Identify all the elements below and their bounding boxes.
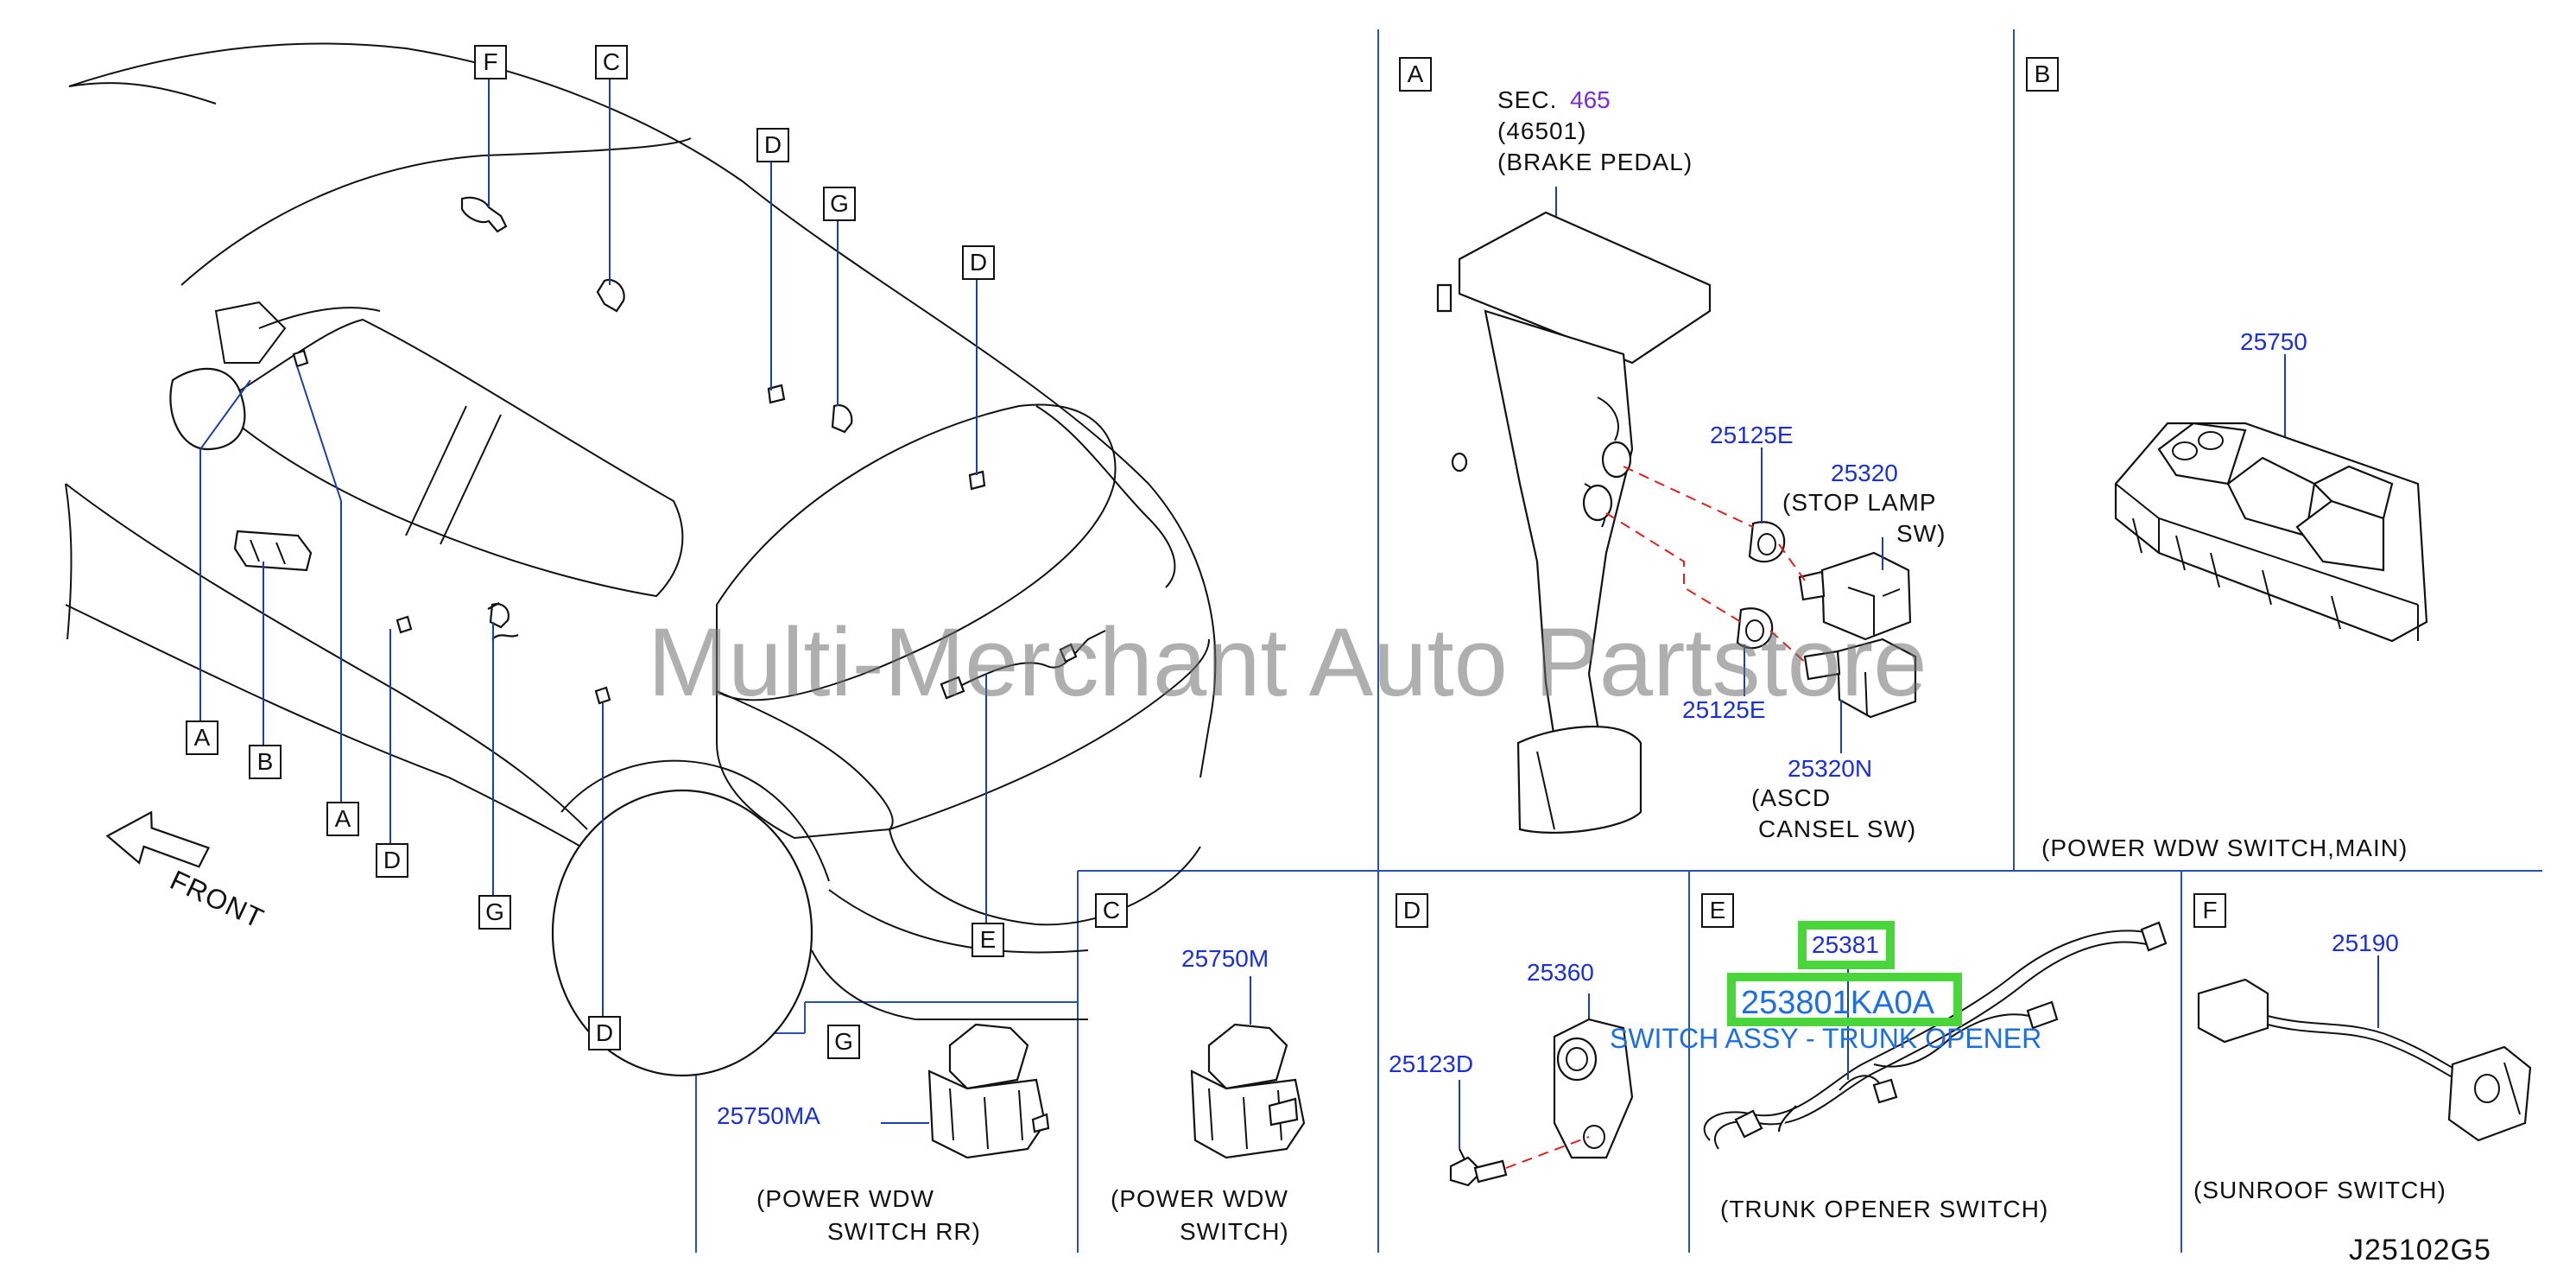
panel-g-switch-drawing [881,1023,1050,1159]
panel-d-drawing [1449,993,1634,1187]
sec-part-number: (46501) [1497,117,1587,144]
part-number-25190[interactable]: 25190 [2332,930,2399,956]
part-number-25320[interactable]: 25320 [1831,460,1898,486]
panel-c-letter: C [1095,893,1128,928]
callout-box-b[interactable]: B [249,745,282,779]
watermark: Multi-Merchant Auto Partstore [648,608,1927,716]
callout-box-d[interactable]: D [962,245,995,280]
panel-g-caption-1: (POWER WDW [756,1185,934,1212]
callout-box-d[interactable]: D [756,128,789,162]
panel-d-letter: D [1396,893,1428,928]
panel-g-letter: G [827,1025,860,1059]
panel-e-letter: E [1701,893,1734,928]
callout-box-d[interactable]: D [588,1016,621,1050]
sec-label: SEC. [1497,86,1558,113]
ascd-name-1: (ASCD [1751,784,1832,811]
part-number-25123d[interactable]: 25123D [1389,1050,1474,1077]
panel-b-caption: (POWER WDW SWITCH,MAIN) [2041,835,2408,861]
panel-e-caption: (TRUNK OPENER SWITCH) [1720,1196,2049,1222]
callout-box-e[interactable]: E [972,923,1004,957]
part-number-25360[interactable]: 25360 [1527,959,1594,986]
callout-box-g[interactable]: G [823,187,856,221]
part-number-25125e-top[interactable]: 25125E [1710,422,1794,448]
highlight-box-part-number [1727,973,1962,1026]
panel-f-caption: (SUNROOF SWITCH) [2193,1177,2446,1203]
sec-number-link[interactable]: 465 [1570,86,1611,113]
panel-f-letter: F [2193,893,2226,928]
callout-box-a[interactable]: A [186,720,218,755]
part-number-25381[interactable]: 25381 [1812,931,1879,958]
panel-dividers [695,29,2542,1253]
panel-g-caption-2: SWITCH RR) [827,1218,981,1245]
callout-box-a[interactable]: A [326,802,359,836]
part-number-25750m[interactable]: 25750M [1181,945,1269,972]
part-number-25750ma[interactable]: 25750MA [717,1102,820,1129]
callout-box-c[interactable]: C [595,45,628,79]
vehicle-overview-drawing [65,42,1217,1077]
panel-e-harness-drawing [1703,921,2168,1150]
highlighted-part-number[interactable]: 253801KA0A [1741,985,1934,1021]
callout-box-f[interactable]: F [474,45,507,79]
stop-lamp-name-1: (STOP LAMP [1782,489,1937,516]
panel-c-caption-2: SWITCH) [1180,1218,1289,1245]
panel-a-letter: A [1399,57,1432,92]
part-number-25320n[interactable]: 25320N [1788,755,1873,782]
panel-f-sunroof-drawing [2197,955,2532,1142]
panel-c-caption-1: (POWER WDW [1111,1185,1288,1212]
panel-c-switch-drawing [1190,976,1306,1159]
part-number-25125e-bottom[interactable]: 25125E [1682,696,1766,723]
sec-part-name: (BRAKE PEDAL) [1497,149,1693,175]
highlighted-part-description: SWITCH ASSY - TRUNK OPENER [1610,1023,2042,1054]
highlight-box-25381 [1798,921,1895,969]
part-number-25750[interactable]: 25750 [2240,328,2307,355]
panel-b-main-switch-drawing [2114,354,2428,643]
panel-a-brake-pedal-drawing [1436,187,1917,834]
callout-box-d[interactable]: D [376,843,408,878]
panel-b-letter: B [2026,57,2059,92]
callout-box-g[interactable]: G [478,895,511,930]
ascd-name-2: CANSEL SW) [1758,816,1917,842]
stop-lamp-name-2: SW) [1896,520,1946,547]
diagram-code: J25102G5 [2349,1234,2491,1266]
